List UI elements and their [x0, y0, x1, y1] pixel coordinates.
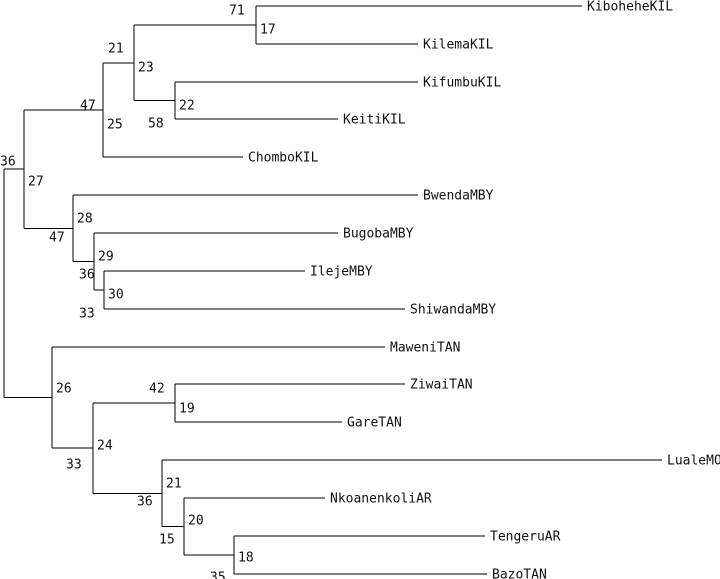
node-label-n21: 21 — [166, 477, 182, 492]
node-label-n25: 25 — [107, 118, 123, 133]
leaf-label-kifumbu: KifumbuKIL — [423, 76, 501, 91]
support-value-n20: 15 — [159, 533, 175, 548]
leaf-label-maweni: MaweniTAN — [390, 341, 460, 356]
node-label-n26: 26 — [56, 382, 72, 397]
leaf-label-bazo: BazoTAN — [492, 568, 547, 579]
leaf-label-tengeru: TengeruAR — [490, 530, 561, 545]
support-value-n22: 58 — [148, 117, 164, 132]
leaf-label-kiboheke: KiboheheKIL — [587, 0, 673, 15]
node-label-n19: 19 — [179, 402, 195, 417]
support-value-n27: 36 — [0, 155, 16, 170]
node-label-n27: 27 — [28, 175, 44, 190]
node-label-n20: 20 — [188, 514, 204, 529]
node-label-n30: 30 — [108, 288, 124, 303]
leaf-label-bugoba: BugobaMBY — [343, 227, 414, 242]
leaf-label-nkoanenkoli: NkoanenkoliAR — [330, 492, 432, 507]
support-value-n23: 21 — [108, 42, 124, 57]
node-label-n18: 18 — [238, 551, 254, 566]
leaf-label-bwenda: BwendaMBY — [423, 189, 494, 204]
support-value-n17: 71 — [229, 4, 245, 19]
leaf-label-shiwanda: ShiwandaMBY — [410, 303, 496, 318]
node-label-n28: 28 — [77, 212, 93, 227]
support-value-n30: 33 — [79, 307, 95, 322]
support-value-n25: 47 — [80, 99, 96, 114]
leaf-label-ziwai: ZiwaiTAN — [410, 378, 473, 393]
support-value-n29: 36 — [79, 268, 95, 283]
support-value-n18: 35 — [210, 571, 226, 579]
node-label-n17: 17 — [260, 23, 276, 38]
support-value-n24: 33 — [66, 458, 82, 473]
leaf-label-chombo: ChomboKIL — [248, 151, 319, 166]
leaf-label-keiti: KeitiKIL — [343, 113, 406, 128]
support-value-n19: 42 — [149, 382, 165, 397]
node-label-n24: 24 — [97, 439, 113, 454]
support-value-n21: 36 — [137, 495, 153, 510]
node-label-n29: 29 — [98, 250, 114, 265]
leaf-label-ileje: IlejeMBY — [310, 265, 373, 280]
support-value-n28: 47 — [49, 231, 65, 246]
tree-edges — [3, 5, 662, 575]
leaf-label-gare: GareTAN — [347, 416, 402, 431]
node-label-n23: 23 — [138, 61, 154, 76]
leaf-label-luale: LualeMOR — [667, 454, 720, 469]
leaf-label-kilema: KilemaKIL — [423, 38, 494, 53]
node-label-n22: 22 — [179, 99, 195, 114]
